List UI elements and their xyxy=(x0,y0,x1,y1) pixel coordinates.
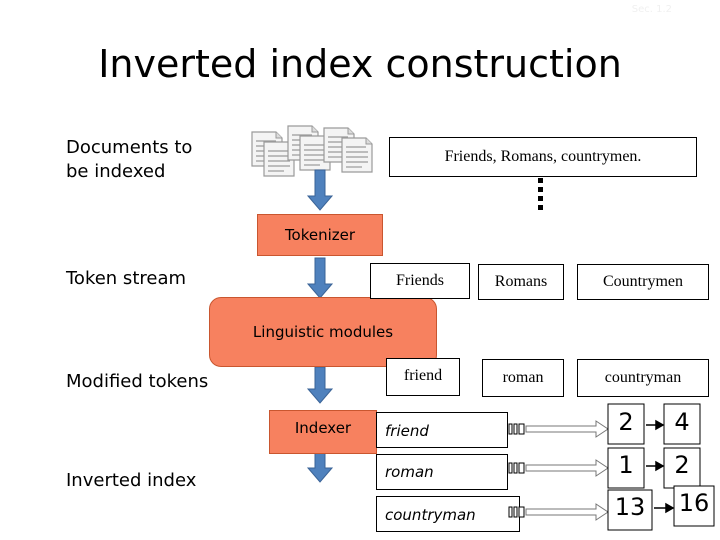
slide-title: Inverted index construction xyxy=(98,42,622,86)
modified-token-box: countryman xyxy=(577,359,709,397)
posting-box xyxy=(663,403,701,445)
index-term-text: friend xyxy=(385,422,429,440)
token-box: Friends xyxy=(370,263,470,299)
posting-box xyxy=(607,447,645,489)
posting-box xyxy=(607,489,653,531)
arrow-down-icon xyxy=(306,366,334,404)
modified-token-text: friend xyxy=(403,367,443,384)
document-text: Friends, Romans, countrymen. xyxy=(444,148,642,165)
index-term-box: countryman xyxy=(376,496,520,532)
modified-token-box: roman xyxy=(482,359,564,397)
indexer-stage: Indexer xyxy=(269,410,377,454)
pointer-arrow-icon xyxy=(525,420,609,438)
indexer-label: Indexer xyxy=(294,419,352,437)
token-box: Romans xyxy=(478,264,564,300)
index-term-box: friend xyxy=(376,412,508,448)
linguistic-modules-label: Linguistic modules xyxy=(252,323,394,341)
label-inverted-index: Inverted index xyxy=(66,470,197,491)
arrow-down-icon xyxy=(306,169,334,211)
index-term-text: countryman xyxy=(385,506,476,524)
posting-value: 1 xyxy=(618,451,634,479)
posting-value: 2 xyxy=(618,408,634,436)
posting-box xyxy=(607,403,645,445)
tokenizer-stage: Tokenizer xyxy=(257,214,383,256)
linguistic-modules-stage: Linguistic modules xyxy=(209,297,437,367)
pointer-arrow-icon xyxy=(525,459,609,477)
token-text: Romans xyxy=(494,273,548,290)
index-term-box: roman xyxy=(376,454,508,490)
label-modified-tokens: Modified tokens xyxy=(66,371,209,392)
modified-token-box: friend xyxy=(386,358,460,396)
index-term-text: roman xyxy=(385,463,434,481)
posting-value: 2 xyxy=(674,451,690,479)
slide-number: Sec. 1.2 xyxy=(631,4,672,15)
modified-token-text: countryman xyxy=(604,369,682,386)
arrow-down-icon xyxy=(306,257,334,299)
posting-value: 13 xyxy=(614,493,646,521)
token-text: Countrymen xyxy=(603,273,683,290)
modified-token-text: roman xyxy=(502,369,544,386)
tokenizer-label: Tokenizer xyxy=(284,226,356,244)
document-text-box: Friends, Romans, countrymen. xyxy=(389,137,697,177)
posting-box xyxy=(673,485,715,527)
label-documents: Documents to be indexed xyxy=(66,137,193,182)
label-token-stream: Token stream xyxy=(66,268,187,289)
posting-value: 4 xyxy=(674,408,690,436)
token-box: Countrymen xyxy=(577,264,709,300)
pointer-arrow-icon xyxy=(525,503,609,521)
posting-value: 16 xyxy=(678,489,710,517)
token-text: Friends xyxy=(396,272,444,289)
